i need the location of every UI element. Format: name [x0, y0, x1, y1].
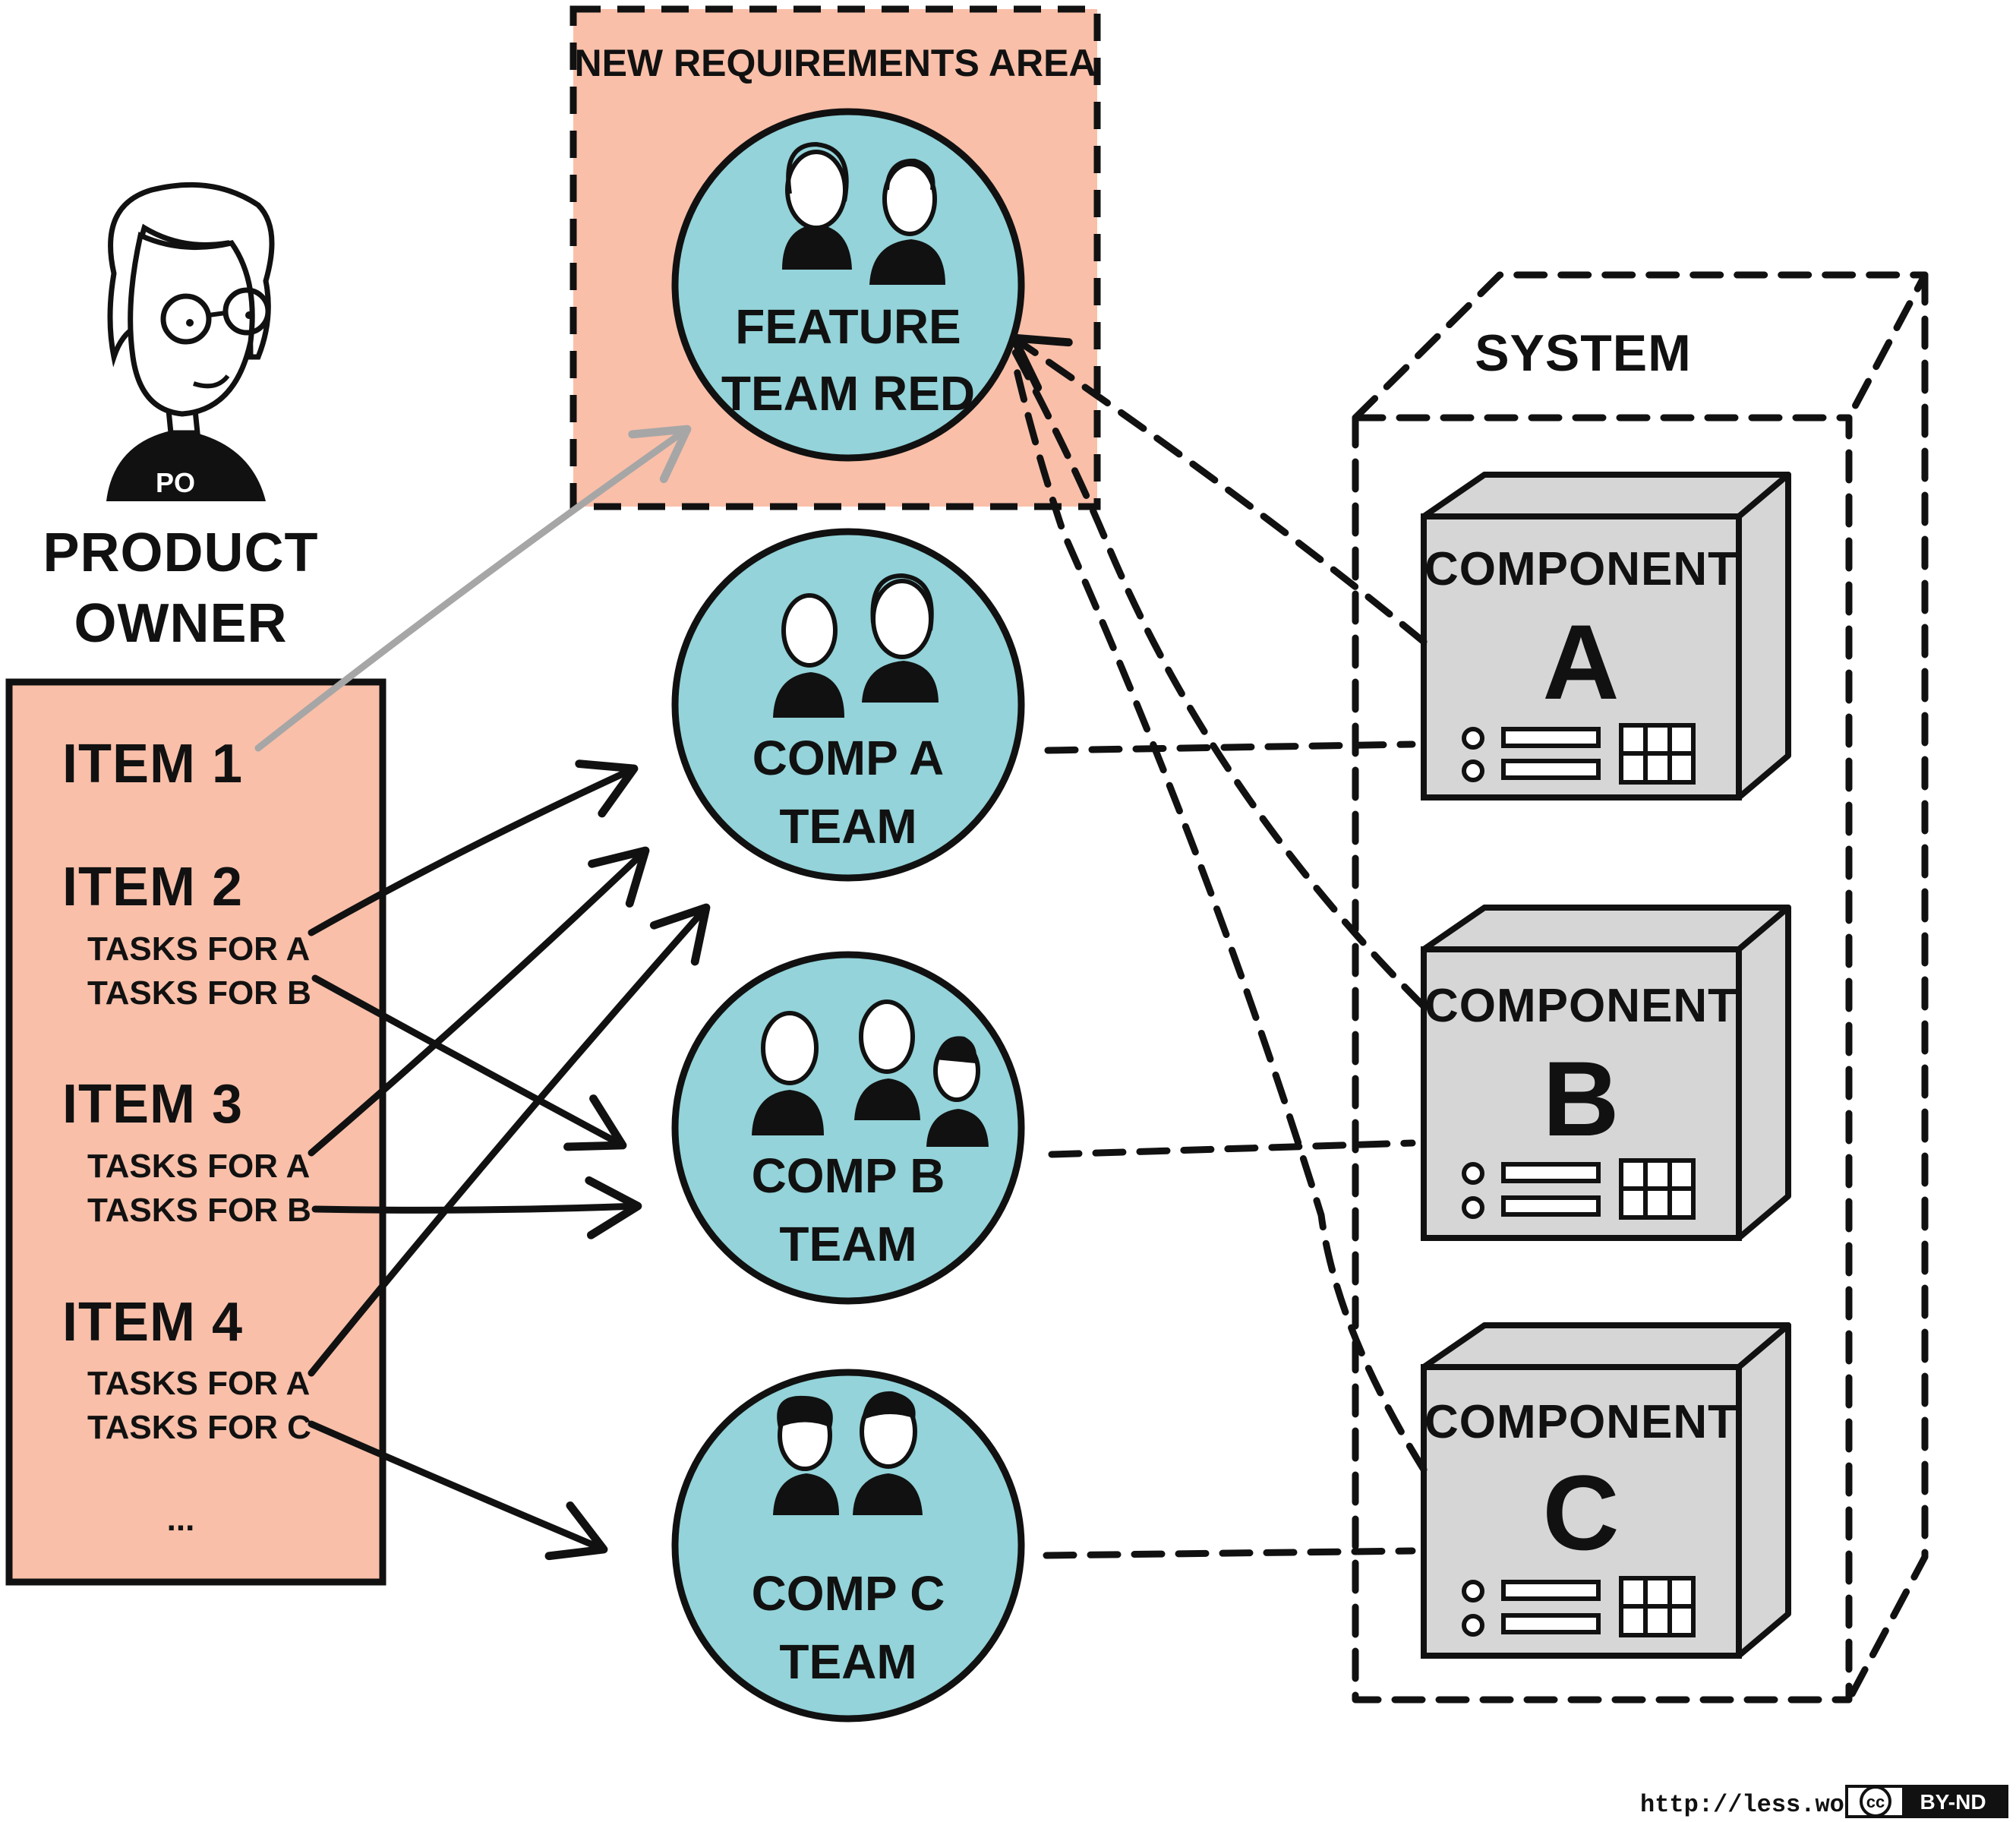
item-4-task-a-arrow	[308, 903, 711, 1377]
component-c-side	[1736, 1322, 1791, 1659]
component-a-panel-icon	[1462, 723, 1696, 785]
feature-team-to-component-a-link	[1009, 333, 1428, 646]
item-1-to-feature-team-arrow	[254, 425, 692, 752]
system: SYSTEM COMPONENT A COMPONENT B	[1352, 271, 1929, 1704]
license-text: BY-ND	[1920, 1790, 1986, 1814]
comp-c-team-line1: COMP C	[752, 1566, 945, 1621]
comp-a-team-to-component-a-link	[1044, 740, 1416, 754]
component-c: COMPONENT C	[1421, 1322, 1791, 1659]
comp-c-team-circle	[671, 1369, 1025, 1723]
system-label: SYSTEM	[1475, 324, 1692, 382]
backlog-item-4-task-c: TASKS FOR C	[87, 1409, 311, 1446]
comp-a-team-line2: TEAM	[779, 799, 917, 854]
comp-a-team-circle	[671, 528, 1025, 882]
backlog-item-3-title: ITEM 3	[62, 1074, 243, 1135]
product-backlog: ITEM 1 ITEM 2 TASKS FOR A TASKS FOR B IT…	[5, 678, 386, 1586]
comp-c-team-people-icon	[773, 1391, 923, 1515]
footer: http://less.works cc BY-ND	[1640, 1785, 2008, 1819]
item-3-task-a-arrow	[308, 846, 650, 1157]
component-a-letter: A	[1542, 602, 1619, 722]
backlog-item-2-task-a: TASKS FOR A	[87, 930, 310, 968]
feature-team-red-line2: TEAM RED	[721, 366, 975, 421]
feature-team-component-links	[1009, 333, 1428, 1473]
feature-team-red-people-icon	[782, 141, 945, 285]
item-3-task-b-arrow	[311, 1176, 642, 1239]
component-c-panel-icon	[1462, 1576, 1696, 1637]
component-c-letter: C	[1542, 1453, 1619, 1572]
comp-c-team: COMP C TEAM	[671, 1369, 1025, 1723]
comp-c-team-line2: TEAM	[779, 1634, 917, 1689]
comp-b-team-people-icon	[752, 999, 989, 1147]
backlog-item-3-task-a: TASKS FOR A	[87, 1148, 310, 1185]
component-a-top	[1421, 472, 1791, 519]
product-backlog-box	[5, 678, 386, 1586]
comp-b-team-line1: COMP B	[752, 1148, 945, 1203]
backlog-ellipsis: ...	[167, 1501, 195, 1538]
component-b: COMPONENT B	[1421, 905, 1791, 1241]
backlog-item-1-title: ITEM 1	[62, 734, 243, 794]
component-team-links	[1043, 740, 1416, 1559]
component-b-letter: B	[1542, 1039, 1619, 1158]
feature-team-red: FEATURE TEAM RED	[671, 108, 1025, 462]
component-b-top	[1421, 905, 1791, 952]
component-a-label: COMPONENT	[1424, 543, 1737, 595]
backlog-item-4-task-a: TASKS FOR A	[87, 1365, 310, 1402]
product-owner-label-line1: PRODUCT	[43, 523, 319, 583]
comp-a-team-people-icon	[773, 573, 939, 718]
feature-team-to-component-c-link	[1010, 353, 1428, 1473]
comp-a-team: COMP A TEAM	[671, 528, 1025, 882]
comp-b-team-line2: TEAM	[779, 1217, 917, 1271]
backlog-item-4-title: ITEM 4	[62, 1292, 243, 1353]
backlog-item-2-title: ITEM 2	[62, 857, 243, 917]
license-badge: cc BY-ND	[1845, 1785, 2008, 1818]
comp-b-team-to-component-b-link	[1048, 1139, 1416, 1158]
item-4-task-c-arrow	[308, 1420, 608, 1561]
product-owner: PO PRODUCT OWNER	[43, 182, 319, 654]
component-a-side	[1736, 472, 1791, 800]
comp-a-team-line1: COMP A	[752, 731, 944, 785]
comp-c-team-to-component-c-link	[1043, 1547, 1416, 1559]
system-box	[1352, 271, 1929, 1704]
product-owner-badge: PO	[156, 467, 195, 498]
creative-commons-icon	[1860, 1786, 1891, 1817]
product-owner-icon	[106, 182, 275, 501]
feature-team-to-component-b-link	[1010, 346, 1428, 1010]
backlog-item-2-task-b: TASKS FOR B	[87, 974, 311, 1012]
comp-b-team: COMP B TEAM	[671, 951, 1025, 1305]
component-b-panel-icon	[1462, 1158, 1696, 1220]
item-2-task-b-arrow	[311, 974, 627, 1151]
requirements-area-label: NEW REQUIREMENTS AREA	[574, 42, 1096, 84]
license-cc: cc	[1866, 1792, 1885, 1811]
item-2-task-a-arrow	[308, 759, 639, 936]
backlog-item-3-task-b: TASKS FOR B	[87, 1192, 311, 1229]
component-b-side	[1736, 905, 1791, 1241]
component-a: COMPONENT A	[1421, 472, 1791, 800]
backlog-arrows	[254, 425, 711, 1561]
product-owner-label-line2: OWNER	[74, 593, 288, 654]
feature-team-red-line1: FEATURE	[735, 299, 961, 354]
component-c-label: COMPONENT	[1424, 1396, 1737, 1448]
component-b-label: COMPONENT	[1424, 980, 1737, 1032]
component-c-top	[1421, 1322, 1791, 1370]
